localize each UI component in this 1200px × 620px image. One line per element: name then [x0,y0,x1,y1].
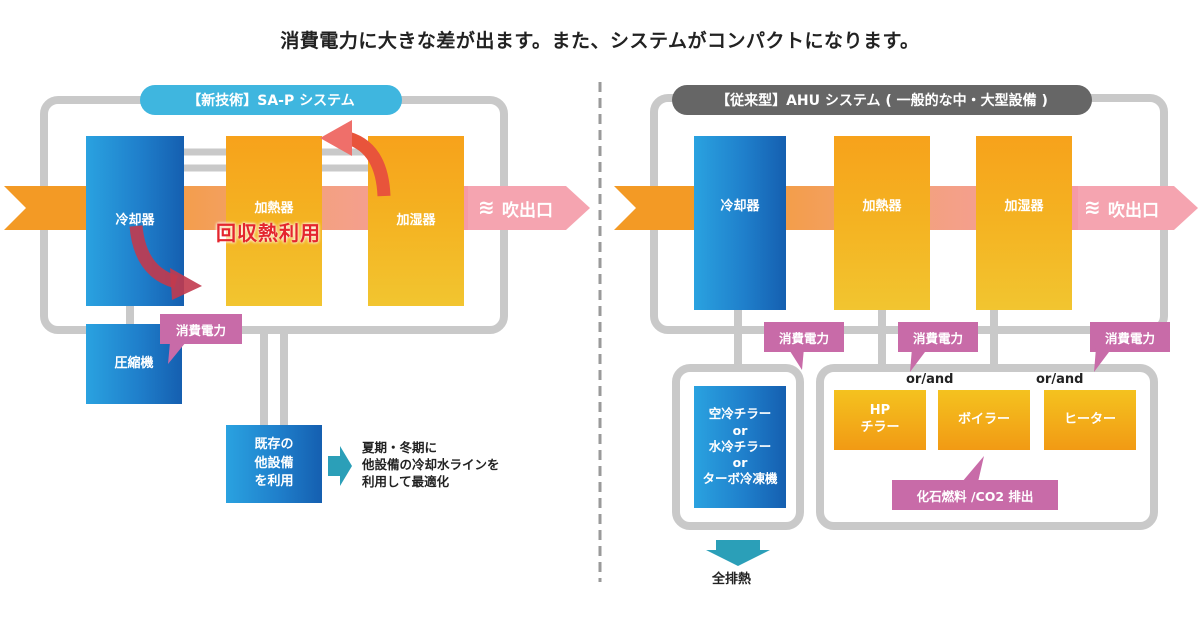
note-line1: 夏期・冬期に [362,440,438,455]
heater-left: 加熱器 [226,136,322,306]
existing-line3: を利用 [254,474,294,490]
chiller-line5: ターボ冷凍機 [702,471,778,487]
existing-equipment: 既存の 他設備 を利用 [226,425,322,503]
power-badge-left: 消費電力 [160,314,242,344]
chiller-line2: or [732,422,748,438]
power-badge-tail [168,342,186,364]
heater-left-label: 加熱器 [254,201,294,216]
cooler-right-label: 冷却器 [720,199,760,214]
power-badge-right-1: 消費電力 [764,322,844,352]
exhaust-label: 全排熱 [712,572,752,587]
outlet-right-label: 吹出口 [1108,201,1159,221]
humidifier-left-label: 加湿器 [396,212,436,228]
emission-badge-tail [962,456,984,482]
chiller-line1: 空冷チラー [708,406,772,422]
arrow-down-icon [706,540,770,566]
chiller-line4: or [732,455,748,471]
existing-line1: 既存の [254,436,294,452]
emission-badge: 化石燃料 /CO2 排出 [892,480,1058,510]
wind-icon: ≋ [478,195,495,219]
wind-icon: ≋ [1084,195,1101,219]
outlet-left-label: 吹出口 [502,201,553,221]
power-badge-right-3: 消費電力 [1090,322,1170,352]
right-panel-title: 【従来型】AHU システム ( 一般的な中・大型設備 ) [672,85,1092,115]
heater-box: ヒーター [1044,390,1136,450]
existing-line2: 他設備 [254,455,294,471]
or-and-label-1: or/and [906,372,954,387]
heater-right-label: 加熱器 [862,199,902,214]
arrow-right-icon [328,446,352,486]
airflow-band-left [4,186,86,230]
left-panel-title: 【新技術】SA-P システム [140,85,402,115]
heater-right: 加熱器 [834,136,930,310]
hp-line1: HP [869,403,891,419]
power-badge-right-2: 消費電力 [898,322,978,352]
optimization-note: 夏期・冬期に 他設備の冷却水ラインを 利用して最適化 [362,440,500,491]
headline: 消費電力に大きな差が出ます。また、システムがコンパクトになります。 [280,30,920,52]
electric-heater-label: ヒーター [1063,411,1116,427]
hp-line2: チラー [860,420,900,435]
recovery-label: 回収熱利用 [216,221,321,245]
recovery-arrow-cooler [129,225,179,289]
compressor-label: 圧縮機 [114,355,154,371]
outlet-arrow-right [1078,186,1198,230]
recovery-arrows [129,120,391,300]
outlet-arrow-left [468,186,590,230]
power-badge-tails [788,348,1112,372]
recovery-arrow-humidifier [345,131,391,197]
hp-chiller-box: HP チラー [834,390,926,450]
cooler-right: 冷却器 [694,136,786,310]
humidifier-right: 加湿器 [976,136,1072,310]
boiler-label: ボイラー [957,411,1010,427]
or-and-label-2: or/and [1036,372,1084,387]
note-line3: 利用して最適化 [362,473,450,489]
note-line2: 他設備の冷却水ラインを [362,456,500,472]
chiller-box: 空冷チラー or 水冷チラー or ターボ冷凍機 [694,386,786,508]
chiller-line3: 水冷チラー [708,438,772,454]
boiler-box: ボイラー [938,390,1030,450]
humidifier-right-label: 加湿器 [1004,199,1044,214]
airflow-band-right [614,186,694,230]
cooler-left-label: 冷却器 [115,212,155,228]
